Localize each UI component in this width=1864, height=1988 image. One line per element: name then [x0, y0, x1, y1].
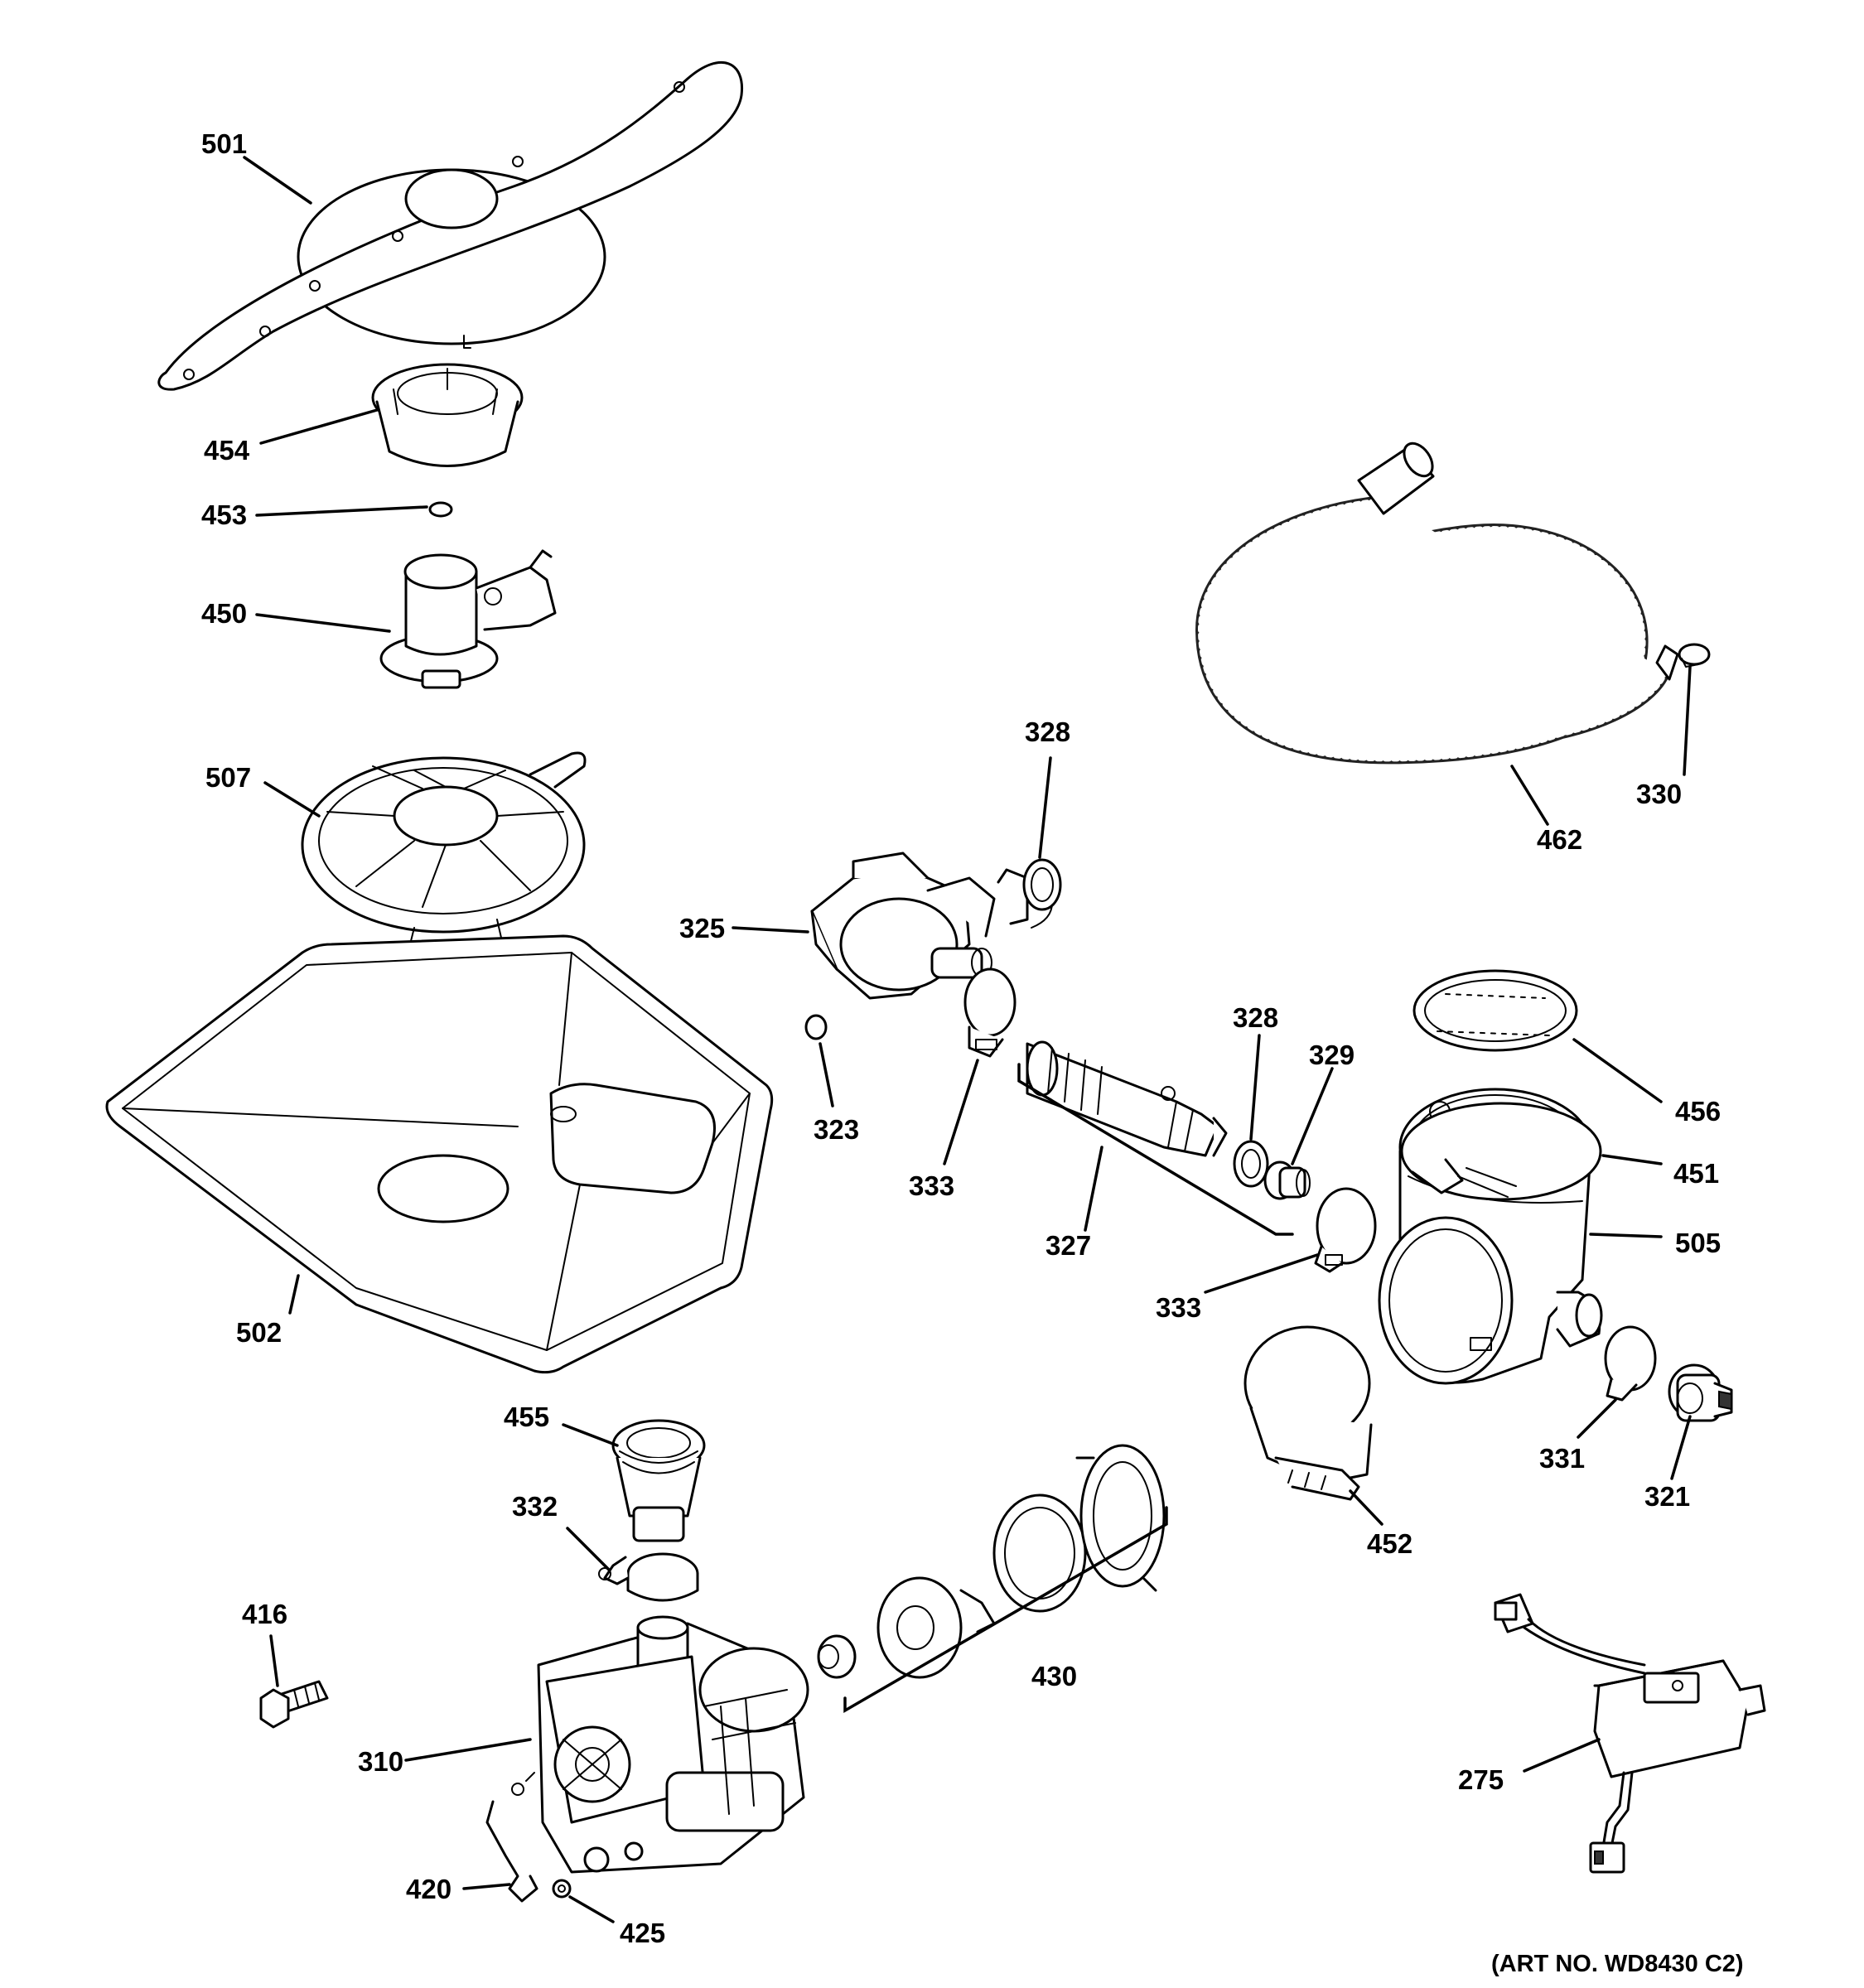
part-453-o-ring[interactable]: [428, 501, 453, 518]
part-333-clamp-lower[interactable]: [1314, 1187, 1377, 1273]
part-275-harness[interactable]: [1494, 1593, 1766, 1874]
part-450-spray-tower[interactable]: [379, 549, 557, 689]
callout-321: 321: [1644, 1481, 1690, 1512]
callout-310: 310: [358, 1746, 403, 1777]
part-330-clip[interactable]: [1678, 643, 1711, 668]
callout-330: 330: [1636, 779, 1682, 809]
callout-430: 430: [1031, 1661, 1077, 1691]
callout-455: 455: [504, 1402, 549, 1432]
callout-462: 462: [1537, 824, 1582, 855]
part-323-plug[interactable]: [804, 1014, 828, 1040]
callout-507: 507: [205, 762, 251, 793]
part-454-hub[interactable]: [371, 363, 524, 467]
art-number: (ART NO. WD8430 C2): [1491, 1951, 1744, 1977]
part-455-seal[interactable]: [611, 1419, 706, 1542]
part-416-screw[interactable]: [259, 1680, 329, 1729]
part-452-large-clamp[interactable]: [1243, 1325, 1373, 1501]
part-329-fitting[interactable]: [1263, 1160, 1311, 1200]
part-332-clamp[interactable]: [598, 1552, 699, 1602]
callout-450: 450: [201, 598, 247, 629]
part-430-impeller-set[interactable]: [817, 1444, 1166, 1679]
callout-502: 502: [236, 1317, 282, 1348]
callout-331: 331: [1539, 1443, 1585, 1474]
part-325-drain-pump[interactable]: [810, 852, 1053, 1000]
callout-505: 505: [1675, 1228, 1721, 1258]
callout-453: 453: [201, 499, 247, 530]
part-456-gasket[interactable]: [1412, 969, 1578, 1052]
part-310-motor[interactable]: [511, 1615, 809, 1874]
callout-327: 327: [1045, 1230, 1091, 1261]
callout-452: 452: [1367, 1528, 1412, 1559]
callout-456: 456: [1675, 1096, 1721, 1127]
part-462-drain-hose[interactable]: [1195, 438, 1679, 765]
callout-328-upper: 328: [1025, 717, 1070, 747]
callout-labels: 501 454 453 450 507 502 455 332 416 310 …: [201, 128, 1744, 1977]
part-327-hose[interactable]: [1017, 1040, 1294, 1236]
part-420-wire[interactable]: [485, 1800, 538, 1903]
callout-501: 501: [201, 128, 247, 159]
part-333-clamp-upper[interactable]: [963, 967, 1017, 1058]
callout-328-lower: 328: [1233, 1002, 1278, 1033]
part-328-ring-lower[interactable]: [1233, 1140, 1269, 1188]
callout-329: 329: [1309, 1040, 1355, 1070]
callout-333-upper: 333: [909, 1170, 954, 1201]
callout-451: 451: [1673, 1158, 1719, 1189]
callout-416: 416: [242, 1599, 287, 1629]
callout-333-lower: 333: [1156, 1292, 1201, 1323]
callout-325: 325: [679, 913, 725, 943]
part-502-screen[interactable]: [105, 934, 774, 1374]
part-321-sensor[interactable]: [1668, 1363, 1733, 1422]
part-328-ring-upper[interactable]: [1022, 858, 1062, 911]
part-501-spray-arm[interactable]: [157, 60, 744, 391]
callout-275: 275: [1458, 1764, 1504, 1795]
callout-323: 323: [814, 1114, 859, 1145]
callout-425: 425: [620, 1918, 665, 1948]
part-451-clamp-ring[interactable]: [1400, 1102, 1602, 1201]
part-331-clamp[interactable]: [1604, 1325, 1657, 1402]
callout-454: 454: [204, 435, 250, 466]
leader-lines: [243, 156, 1692, 1923]
callout-420: 420: [406, 1874, 452, 1904]
part-425-nut[interactable]: [552, 1879, 572, 1899]
callout-332: 332: [512, 1491, 558, 1522]
part-507-filter[interactable]: [301, 751, 587, 945]
